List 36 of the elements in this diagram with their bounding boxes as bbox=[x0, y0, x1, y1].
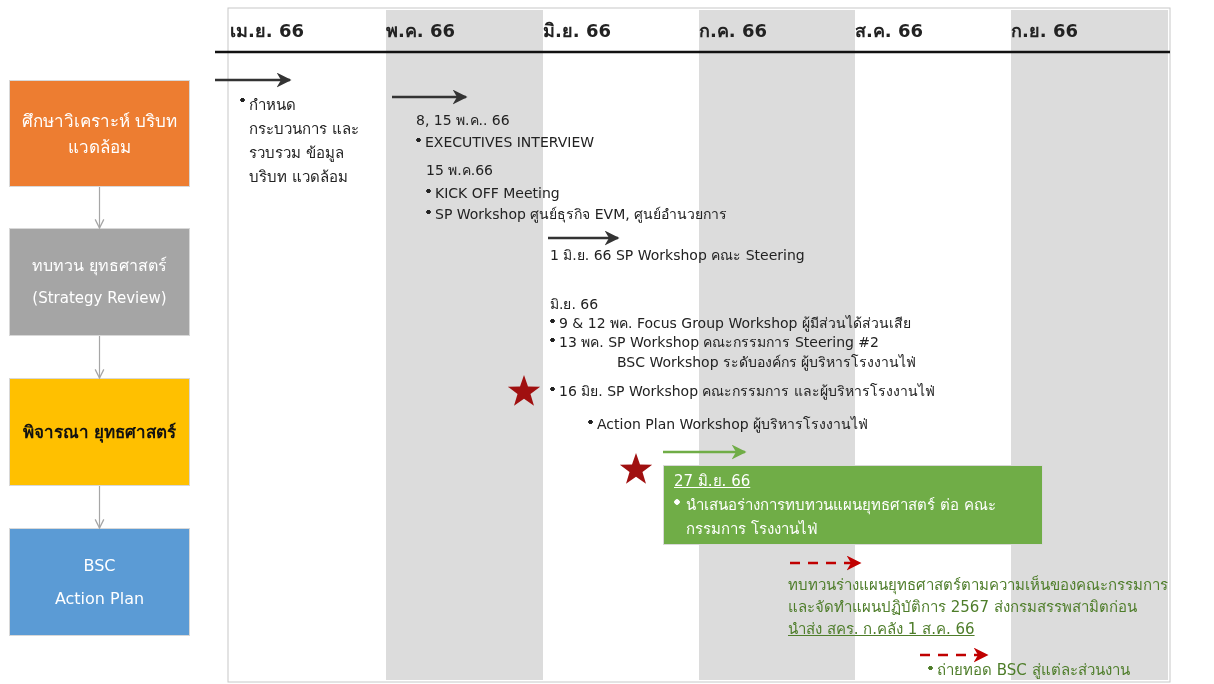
month-header: มิ.ย. 66 bbox=[543, 19, 611, 43]
arrow bbox=[94, 335, 105, 379]
timeline-note: 16 มิย. SP Workshop คณะกรรมการ และผู้บริหารโรงงานไฟ่ bbox=[550, 382, 935, 401]
process-box bbox=[9, 378, 190, 486]
timeline-note: 13 พค. SP Workshop คณะกรรมการ Steering #2 bbox=[550, 333, 879, 352]
box-title: ทบทวน ยุทธศาสตร์ bbox=[30, 255, 169, 278]
date-label: นำส่ง สคร. ก.คลัง 1 ส.ค. 66 bbox=[788, 619, 975, 640]
timeline-note: 9 & 12 พค. Focus Group Workshop ผู้มีส่วนได้ส่วนเสีย bbox=[550, 314, 911, 333]
date-label: 27 มิ.ย. 66 bbox=[674, 471, 751, 492]
timeline-note: BSC Workshop ระดับองค์กร ผู้บริหารโรงงานไฟ่ bbox=[617, 353, 917, 372]
month-header: ส.ค. 66 bbox=[855, 19, 923, 43]
timeline-note: Action Plan Workshop ผู้บริหารโรงงานไฟ่ bbox=[588, 415, 869, 434]
timeline-note: ทบทวนร่างแผนยุทธศาสตร์ตามความเห็นของคณะกรรมการ bbox=[788, 575, 1168, 596]
timeline-note: KICK OFF Meeting bbox=[426, 184, 560, 203]
process-box bbox=[9, 228, 190, 336]
month-header: เม.ย. 66 bbox=[230, 19, 304, 43]
timeline-note: ถ่ายทอด BSC สู่แต่ละส่วนงาน bbox=[928, 660, 1130, 681]
month-header: ก.ย. 66 bbox=[1011, 19, 1078, 43]
timeline-note: และจัดทำแผนปฏิบัติการ 2567 ส่งกรมสรรพสามิตก่อน bbox=[788, 597, 1137, 618]
box-title: BSC bbox=[82, 555, 117, 577]
process-box bbox=[9, 80, 190, 187]
date-label: 8, 15 พ.ค.. 66 bbox=[416, 111, 510, 130]
event-box bbox=[663, 465, 1043, 545]
arrow bbox=[94, 485, 105, 529]
box-title: ศึกษาวิเคราะห์ บริบทแวดล้อม bbox=[20, 109, 179, 159]
month-header: ก.ค. 66 bbox=[699, 19, 767, 43]
date-label: 15 พ.ค.66 bbox=[426, 161, 493, 180]
box-title: Action Plan bbox=[53, 588, 146, 610]
date-label: มิ.ย. 66 bbox=[550, 295, 599, 314]
timeline-note: 1 มิ.ย. 66 SP Workshop คณะ Steering bbox=[550, 246, 805, 265]
month-header: พ.ค. 66 bbox=[386, 19, 455, 43]
box-title: พิจารณา ยุทธศาสตร์ bbox=[21, 421, 178, 445]
arrow bbox=[94, 186, 105, 229]
process-box bbox=[9, 528, 190, 636]
box-title: (Strategy Review) bbox=[31, 288, 168, 309]
timeline-note: SP Workshop ศูนย์ธุรกิจ EVM, ศูนย์อำนวยการ bbox=[426, 205, 728, 224]
